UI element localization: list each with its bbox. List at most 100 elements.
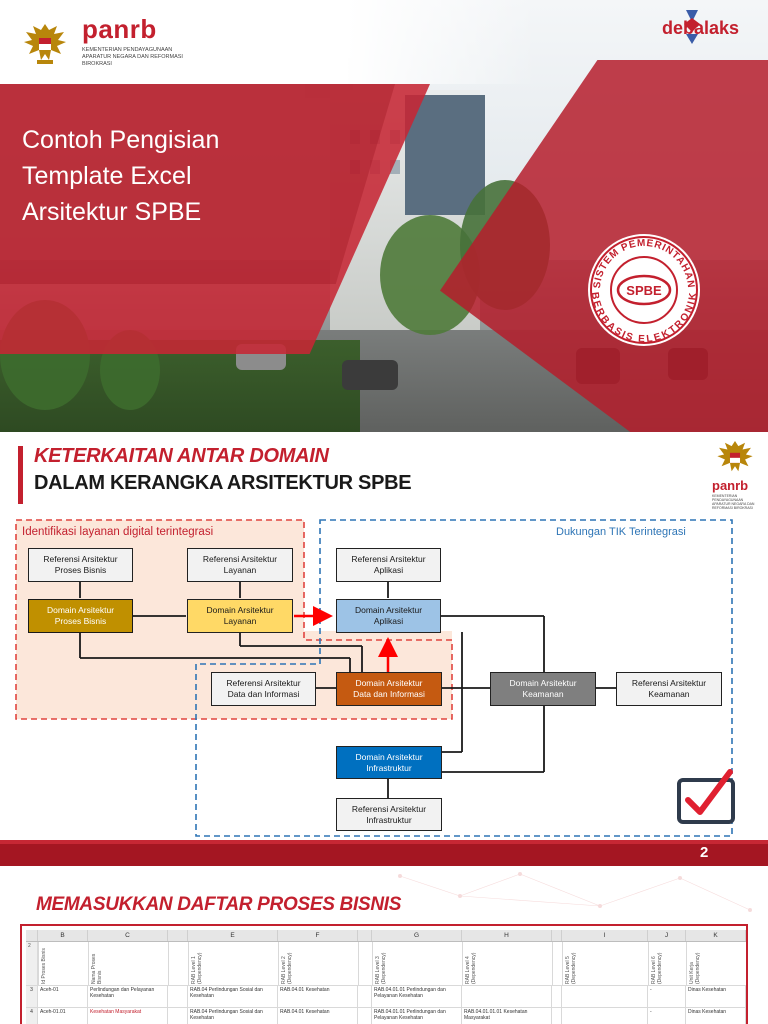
column-letters: B C E F G H I J K (26, 930, 746, 942)
column-letter[interactable] (552, 930, 562, 941)
node-line: Keamanan (648, 689, 690, 699)
node-line: Data dan Informasi (353, 689, 425, 699)
column-letter[interactable]: B (38, 930, 88, 941)
header-cell[interactable] (168, 942, 188, 985)
header-cell[interactable]: RAB Level 6 (Dependency) (648, 942, 686, 985)
red-overlay-left-shade (0, 84, 395, 284)
node-line: Referensi Arsitektur (202, 554, 278, 564)
node-line: Layanan (223, 616, 257, 626)
table-cell[interactable] (562, 1008, 648, 1024)
column-letter[interactable] (168, 930, 188, 941)
table-cell[interactable]: RAB.04.01 Kesehatan (278, 1008, 358, 1024)
slide-title: Contoh Pengisian Template Excel Arsitekt… (22, 122, 342, 230)
node-line: Proses Bisnis (54, 565, 107, 575)
table-cell[interactable]: RAB.04.01.01 Perlindungan dan Pelayanan … (372, 986, 462, 1007)
node-line: Keamanan (522, 689, 564, 699)
row-number: 3 (26, 986, 38, 1007)
table-cell[interactable]: RAB.04.01.01.01 Kesehatan Masyarakat (462, 1008, 552, 1024)
title-line: Template Excel (22, 162, 192, 190)
brand-logo: panrb (712, 478, 749, 493)
header-cell[interactable]: RAB Level 1 (Dependency) (188, 942, 278, 985)
node-line: Referensi Arsitektur (43, 554, 118, 564)
node-line: Referensi Arsitektur (351, 554, 426, 564)
header-cell[interactable]: RAB Level 5 (Dependency) (562, 942, 648, 985)
node-line: Layanan (223, 565, 257, 575)
table-cell[interactable] (552, 986, 562, 1007)
table-cell[interactable] (358, 1008, 372, 1024)
header-cell[interactable]: Nama Proses Bisnis (88, 942, 168, 985)
column-letter[interactable] (358, 930, 372, 941)
node-line: Referensi Arsitektur (226, 678, 301, 688)
table-cell[interactable]: Dinas Kesehatan (686, 1008, 746, 1024)
table-cell[interactable]: Perlindungan dan Pelayanan Kesehatan (88, 986, 168, 1007)
table-cell[interactable]: RAB.04.01 Kesehatan (278, 986, 358, 1007)
table-cell[interactable] (462, 986, 552, 1007)
node-line: Infrastruktur (366, 814, 412, 825)
partner-logo-figure-icon (684, 10, 700, 44)
column-letter[interactable]: K (686, 930, 746, 941)
column-letter[interactable]: E (188, 930, 278, 941)
slide-footer-accent (0, 840, 768, 844)
header-row: 2 Id Proses Bisnis Nama Proses Bisnis RA… (26, 942, 746, 986)
node-line: Referensi Arsitektur (631, 678, 707, 688)
header-cell[interactable] (358, 942, 372, 985)
title-line: Arsitektur SPBE (22, 198, 202, 226)
table-cell[interactable]: Kesehatan Masyarakat (88, 1008, 168, 1024)
header-cell[interactable]: Id Proses Bisnis (38, 942, 88, 985)
domain-relationship-slide: KETERKAITAN ANTAR DOMAIN DALAM KERANGKA … (0, 432, 768, 866)
column-letter[interactable]: C (88, 930, 168, 941)
table-cell[interactable] (552, 1008, 562, 1024)
column-letter[interactable]: F (278, 930, 358, 941)
table-cell[interactable] (168, 986, 188, 1007)
network-background-decoration (398, 872, 752, 912)
zone-red-border (15, 519, 453, 720)
header-cell[interactable]: RAB Level 4 (Dependency) (462, 942, 552, 985)
table-cell[interactable]: - (648, 1008, 686, 1024)
header-cell[interactable]: RAB Level 3 (Dependency) (372, 942, 462, 985)
table-cell[interactable]: - (648, 986, 686, 1007)
partner-logo-prefix: de (662, 18, 684, 38)
column-letter[interactable]: J (648, 930, 686, 941)
corner-cell (26, 930, 38, 941)
row-number: 2 (26, 942, 38, 985)
table-cell[interactable]: RAB.04.01.01 Perlindungan dan Pelayanan … (372, 1008, 462, 1024)
building-glass (405, 95, 485, 215)
header-cell[interactable]: RAB Level 2 (Dependency) (278, 942, 358, 985)
table-cell[interactable]: Aceh-01 (38, 986, 88, 1007)
column-letter[interactable]: H (462, 930, 552, 941)
node-line: Domain Arsitektur (206, 605, 274, 615)
car (342, 360, 398, 390)
brand-subtitle: KEMENTERIAN PENDAYAGUNAAN APARATUR NEGAR… (82, 47, 183, 67)
slide-title: MEMASUKKAN DAFTAR PROSES BISNIS (36, 894, 402, 915)
header-cell[interactable]: Unit Kerja (Dependency) (686, 942, 746, 985)
table-cell[interactable]: Dinas Kesehatan (686, 986, 746, 1007)
title-slide: panrb KEMENTERIAN PENDAYAGUNAAN APARATUR… (0, 0, 768, 432)
column-letter[interactable]: G (372, 930, 462, 941)
table-cell[interactable]: RAB.04 Perlindungan Sosial dan Kesehatan (188, 986, 278, 1007)
row-number: 4 (26, 1008, 38, 1024)
zone-red-label: Identifikasi layanan digital terintegras… (22, 526, 214, 538)
table-cell[interactable] (358, 986, 372, 1007)
business-process-slide: MEMASUKKAN DAFTAR PROSES BISNIS B C E F … (0, 866, 768, 1024)
table-cell[interactable] (168, 1008, 188, 1024)
node-line: Referensi Arsitektur (351, 803, 427, 814)
brand-subtitle: KEMENTERIAN PENDAYAGUNAAN APARATUR NEGAR… (712, 494, 755, 510)
column-letter[interactable]: I (562, 930, 648, 941)
table-cell[interactable] (562, 986, 648, 1007)
connectors (79, 582, 616, 798)
header-cell[interactable] (552, 942, 562, 985)
node-line: Proses Bisnis (54, 616, 107, 626)
garuda-emblem-icon (717, 441, 753, 472)
table-cell[interactable]: RAB.04 Perlindungan Sosial dan Kesehatan (188, 1008, 278, 1024)
table-cell[interactable]: Aceh-01.01 (38, 1008, 88, 1024)
node-line: Domain Arsitektur (509, 678, 577, 688)
